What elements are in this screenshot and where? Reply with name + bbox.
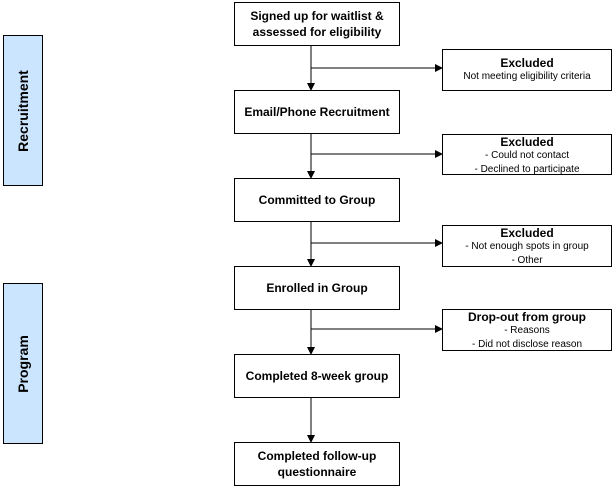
stage-recruitment-label: Recruitment bbox=[15, 69, 31, 152]
stage-recruitment: Recruitment bbox=[3, 35, 43, 186]
step-completed-8-week-group-text: Completed 8-week group bbox=[245, 369, 389, 383]
step-committed-to-group-text: Committed to Group bbox=[258, 193, 376, 207]
step-enrolled-in-group: Enrolled in Group bbox=[234, 266, 400, 310]
dropout-box-detail-1: - Reasons bbox=[504, 325, 550, 336]
step-signed-up: Signed up for waitlist & assessed for el… bbox=[234, 2, 400, 46]
exclusion-box-recruitment: Excluded - Could not contact - Declined … bbox=[442, 134, 612, 175]
step-completed-follow-up: Completed follow-up questionnaire bbox=[234, 442, 400, 486]
exclusion-box-committed: Excluded - Not enough spots in group - O… bbox=[442, 225, 612, 267]
step-completed-8-week-group: Completed 8-week group bbox=[234, 354, 400, 398]
step-signed-up-line-2: assessed for eligibility bbox=[252, 25, 382, 39]
step-completed-follow-up-line-2: questionnaire bbox=[277, 465, 357, 479]
stage-program: Program bbox=[3, 283, 43, 444]
exclusion-box-eligibility: Excluded Not meeting eligibility criteri… bbox=[442, 49, 612, 91]
step-email-phone-recruitment-text: Email/Phone Recruitment bbox=[244, 105, 390, 119]
exclusion-box-committed-detail-1: - Not enough spots in group bbox=[465, 241, 589, 252]
step-committed-to-group: Committed to Group bbox=[234, 178, 400, 222]
exclusion-box-committed-title: Excluded bbox=[500, 226, 554, 240]
exclusion-box-recruitment-detail-2: - Declined to participate bbox=[474, 164, 580, 175]
dropout-box-detail-2: - Did not disclose reason bbox=[471, 339, 583, 350]
step-email-phone-recruitment: Email/Phone Recruitment bbox=[234, 90, 400, 134]
step-enrolled-in-group-text: Enrolled in Group bbox=[266, 281, 368, 295]
exclusion-box-recruitment-title: Excluded bbox=[500, 135, 554, 149]
step-completed-follow-up-line-1: Completed follow-up bbox=[257, 449, 377, 463]
stage-program-label: Program bbox=[15, 334, 32, 393]
exclusion-box-eligibility-title: Excluded bbox=[500, 56, 554, 70]
exclusion-box-committed-detail-2: - Other bbox=[511, 255, 543, 266]
exclusion-box-eligibility-detail-1: Not meeting eligibility criteria bbox=[463, 71, 591, 82]
exclusion-box-recruitment-detail-1: - Could not contact bbox=[485, 150, 569, 161]
dropout-box: Drop-out from group - Reasons - Did not … bbox=[442, 309, 612, 351]
step-signed-up-line-1: Signed up for waitlist & bbox=[250, 9, 384, 23]
dropout-box-title: Drop-out from group bbox=[468, 310, 586, 324]
